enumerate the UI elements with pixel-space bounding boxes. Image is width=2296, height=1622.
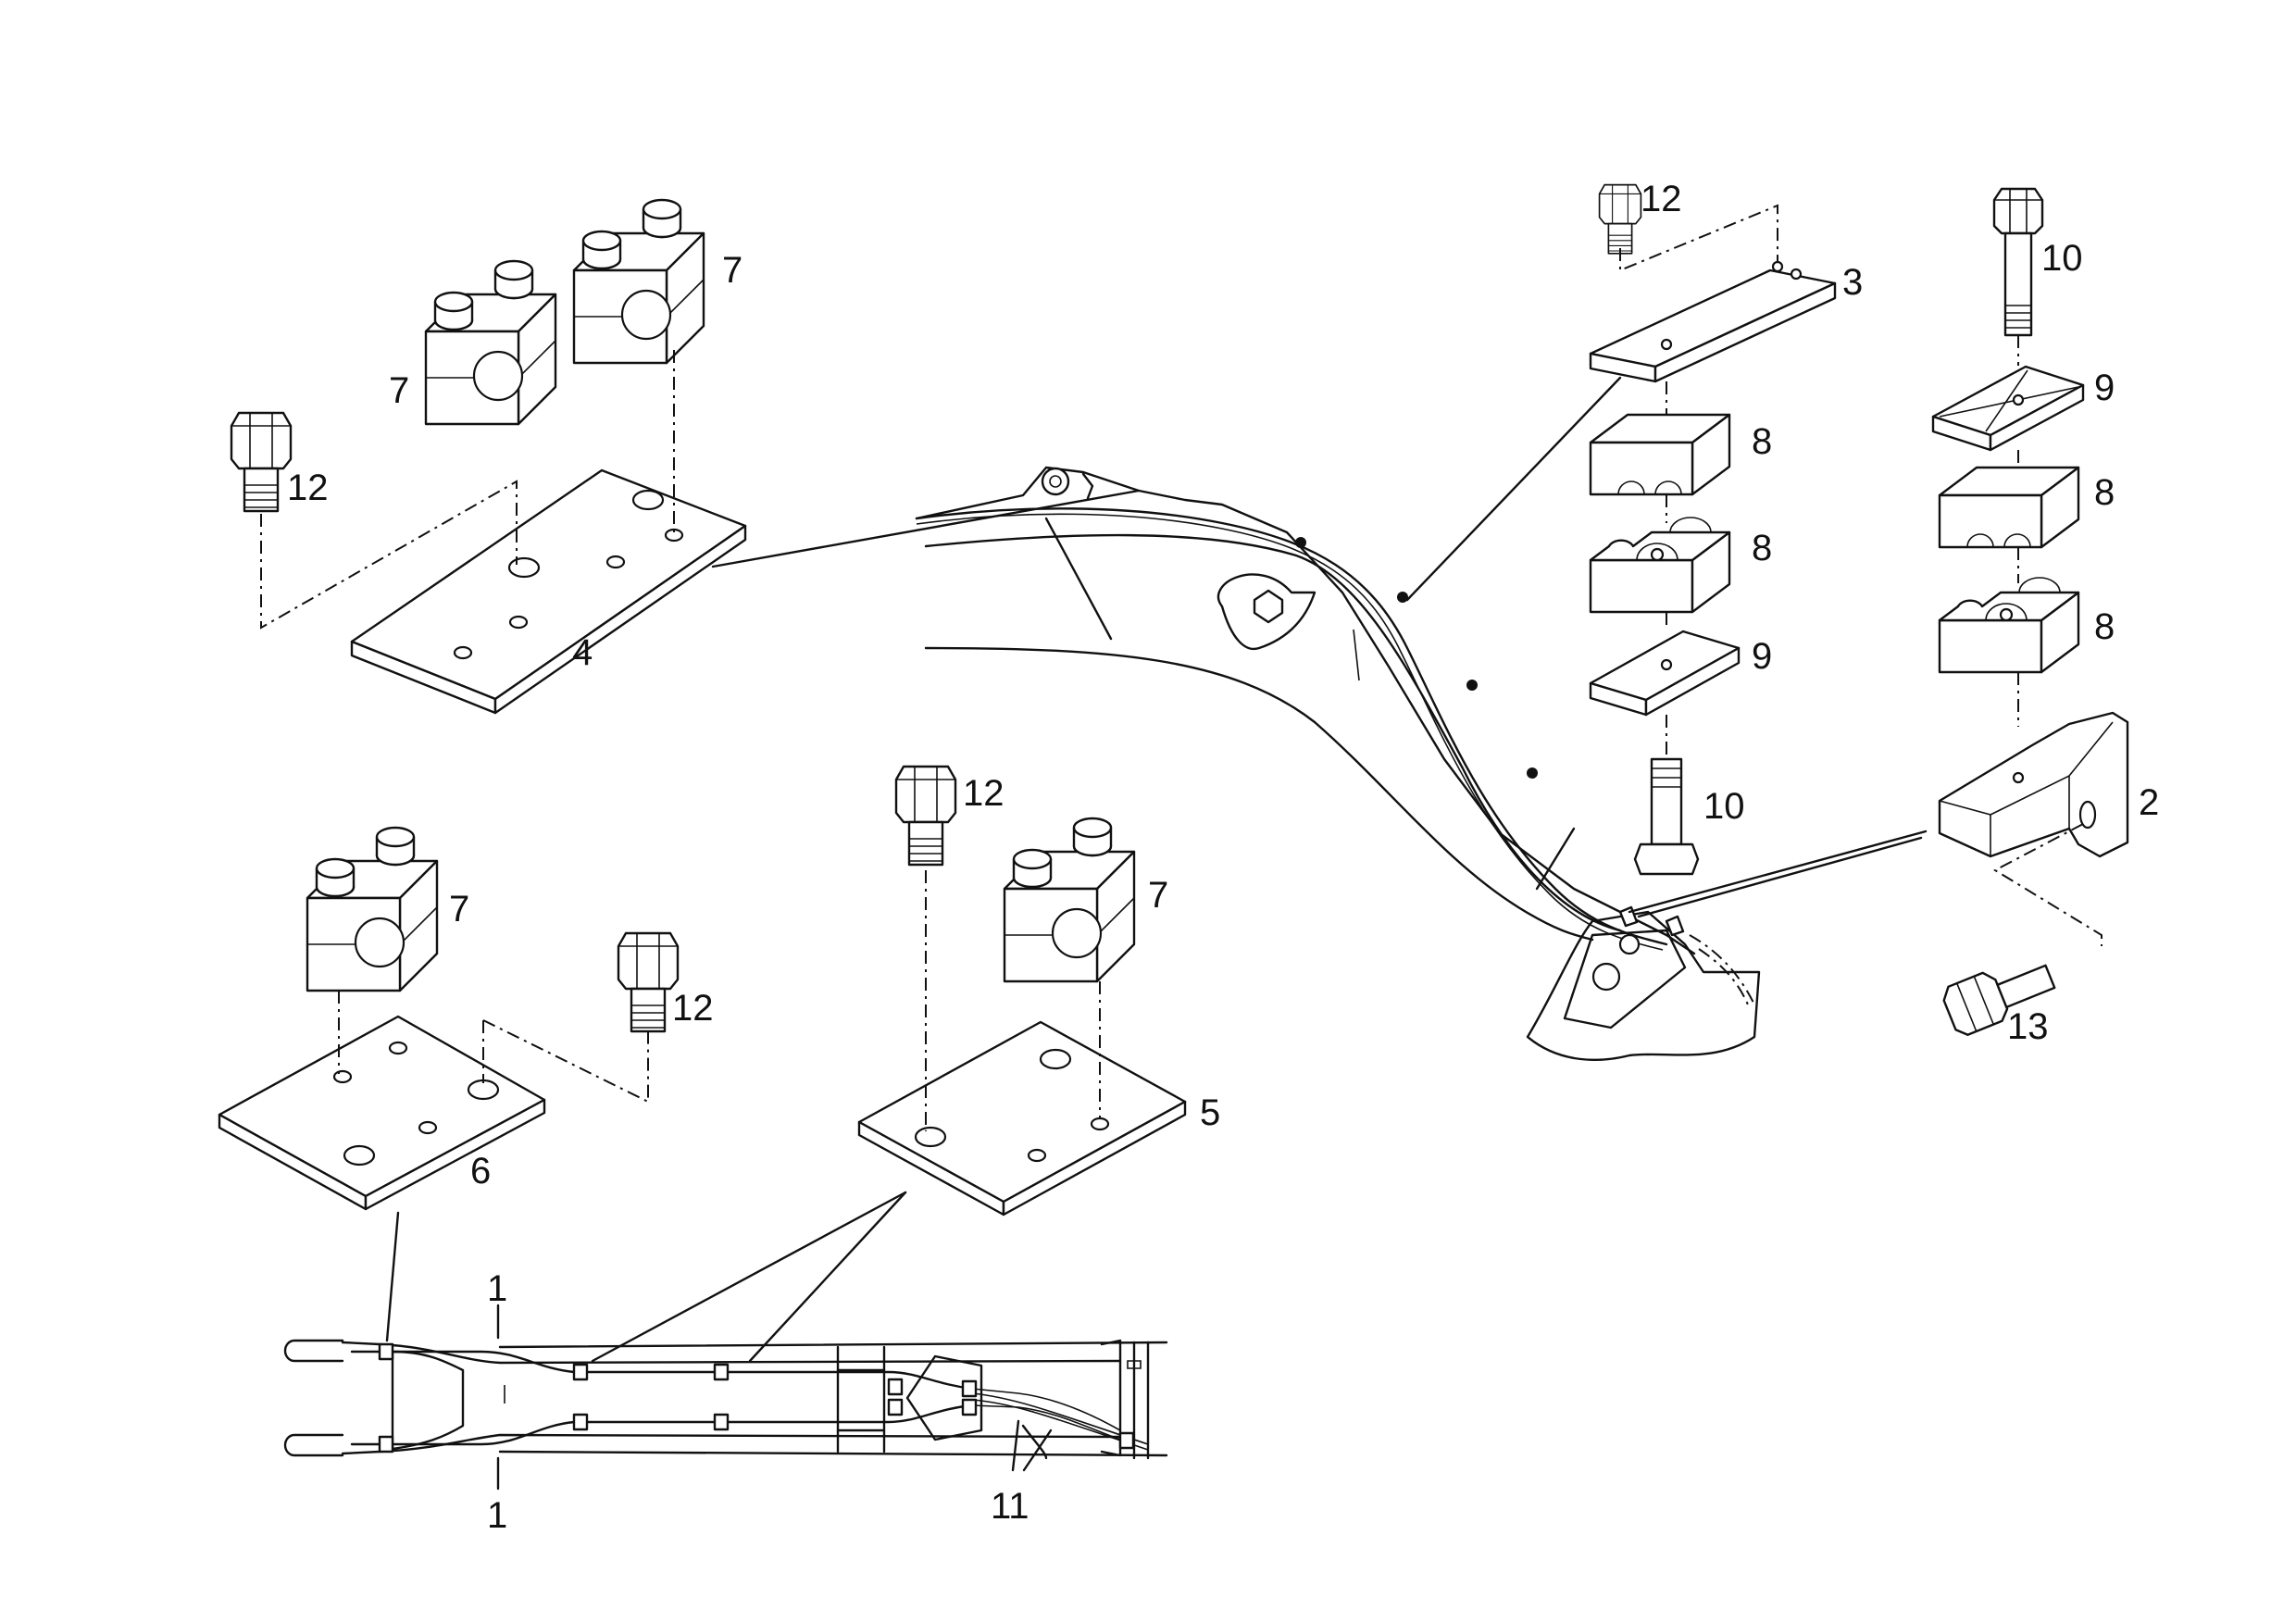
callout-12-group4: 12 (287, 468, 329, 508)
callout-12-group5: 12 (963, 773, 1004, 814)
callout-4: 4 (572, 632, 593, 673)
base-frame (283, 1304, 1168, 1491)
callout-11: 11 (991, 1486, 1029, 1527)
callout-5: 5 (1200, 1092, 1220, 1133)
plate-6-group (218, 826, 680, 1342)
callout-7-group4-left: 7 (389, 370, 409, 411)
callout-2: 2 (2139, 782, 2159, 823)
callout-6: 6 (470, 1151, 491, 1192)
callout-12-group6: 12 (672, 988, 714, 1029)
callout-13: 13 (2007, 1006, 2049, 1047)
callout-8-stack2-top: 8 (2094, 472, 2115, 513)
callout-1-bottom: 1 (487, 1495, 507, 1536)
callout-9-stack3: 9 (1752, 636, 1772, 677)
plate-4-group (230, 198, 747, 715)
plate-5-group (591, 765, 1187, 1363)
callout-10-stack3: 10 (1703, 786, 1745, 827)
callout-3: 3 (1842, 262, 1863, 303)
callout-7-group4-right: 7 (722, 250, 742, 291)
callout-10-stack2: 10 (2041, 238, 2083, 279)
callout-8-stack2-bottom: 8 (2094, 606, 2115, 647)
stack-2-group (1931, 187, 2129, 1036)
callout-8-stack3-top: 8 (1752, 421, 1772, 462)
callout-9-stack2: 9 (2094, 368, 2115, 408)
callout-1-top: 1 (487, 1268, 507, 1309)
callout-7-group5: 7 (1148, 875, 1168, 916)
stack-3-group (1589, 183, 1837, 876)
boom-arm (711, 376, 1928, 1061)
callout-12-stack3: 12 (1641, 179, 1682, 219)
callout-7-group6: 7 (449, 889, 469, 930)
callout-8-stack3-bottom: 8 (1752, 528, 1772, 568)
